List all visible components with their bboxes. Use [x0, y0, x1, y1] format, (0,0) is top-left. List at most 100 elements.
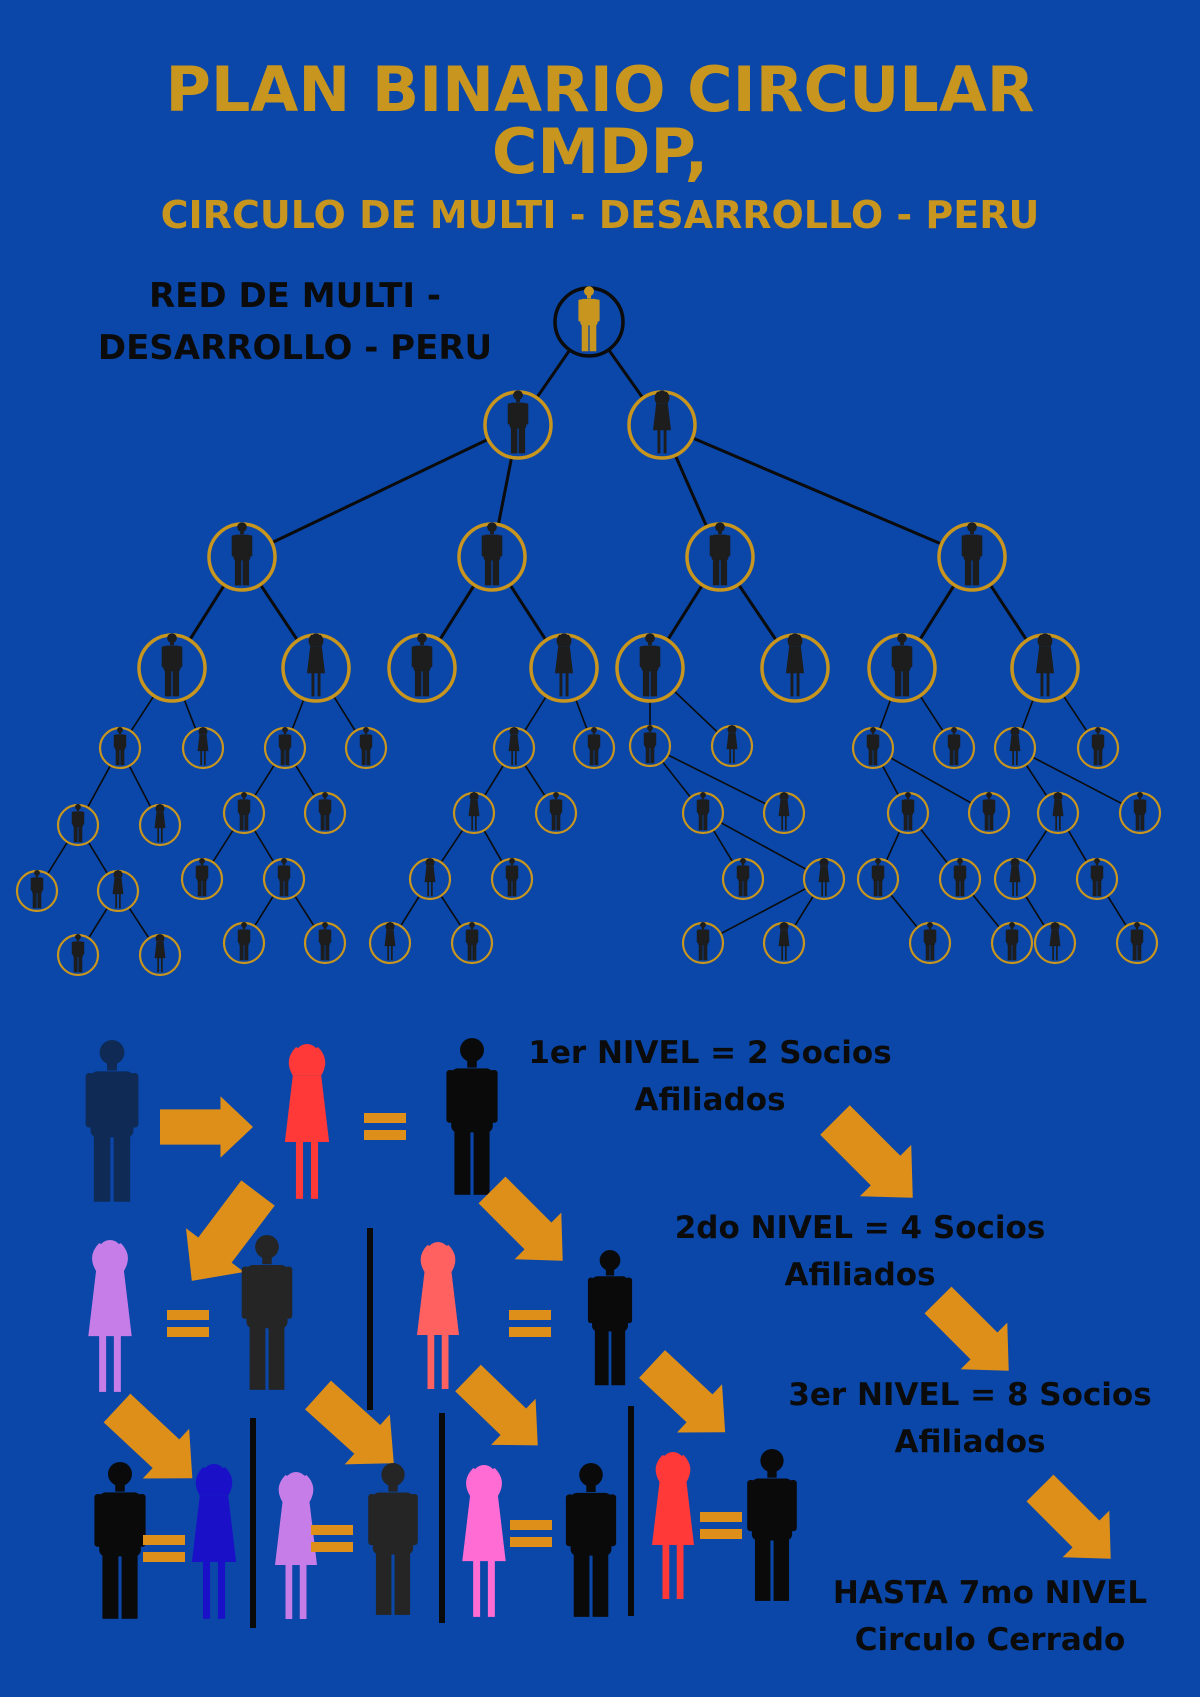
woman-silhouette-icon	[778, 792, 790, 831]
tree-node	[1115, 921, 1159, 965]
tree-node	[721, 857, 765, 901]
tree-node	[932, 726, 976, 770]
woman-silhouette-icon	[1035, 633, 1055, 697]
tree-connector	[130, 695, 155, 732]
tree-node	[138, 803, 182, 847]
arrow-down-icon	[639, 1350, 726, 1433]
man-silhouette-icon	[1005, 922, 1019, 961]
tree-connector	[919, 695, 944, 732]
level-7-line2: Circulo Cerrado	[854, 1622, 1126, 1658]
man-silhouette-icon	[587, 1250, 633, 1386]
divider	[439, 1413, 445, 1623]
arrow-down-icon	[185, 1180, 275, 1281]
man-silhouette-icon	[94, 1462, 146, 1619]
tree-connector	[535, 349, 571, 399]
tree-node	[450, 921, 494, 965]
man-silhouette-icon	[1133, 792, 1147, 831]
tree-connector	[879, 698, 892, 730]
tree-node	[457, 522, 527, 592]
tree-node	[628, 724, 672, 768]
woman-silhouette-icon	[1009, 727, 1021, 766]
tree-node	[937, 522, 1007, 592]
woman-silhouette-icon	[1052, 792, 1064, 831]
man-silhouette-icon	[565, 1463, 617, 1617]
tree-node	[685, 522, 755, 592]
tree-connector	[46, 841, 69, 875]
man-silhouette-icon	[278, 727, 292, 766]
tree-node	[492, 726, 536, 770]
woman-silhouette-icon	[306, 633, 326, 697]
tree-connector	[291, 698, 305, 730]
tree-node	[534, 791, 578, 835]
tree-connector	[1106, 895, 1128, 927]
woman-silhouette-icon	[112, 870, 124, 909]
tree-connector	[737, 583, 778, 642]
tree-node	[263, 726, 307, 770]
tree-node	[867, 633, 937, 703]
arrow-down-icon	[1026, 1474, 1111, 1559]
woman-silhouette-icon	[468, 792, 480, 831]
tree-connector	[1025, 764, 1048, 797]
level-2-label: 2do NIVEL = 4 Socios Afiliados	[670, 1205, 1050, 1299]
tree-connector	[988, 583, 1029, 642]
equals-icon	[509, 1310, 551, 1337]
network-label-line2: DESARROLLO - PERU	[97, 328, 493, 368]
tree-connector	[86, 765, 112, 808]
tree-connector	[483, 829, 503, 863]
tree-node	[993, 857, 1037, 901]
tree-node	[802, 857, 846, 901]
equals-icon	[364, 1113, 406, 1140]
tree-node	[137, 633, 207, 703]
tree-node	[138, 933, 182, 977]
man-silhouette-icon	[71, 804, 85, 843]
man-silhouette-icon	[359, 727, 373, 766]
man-silhouette-icon	[747, 1449, 797, 1601]
tree-connector	[508, 583, 548, 642]
woman-silhouette-icon	[154, 804, 166, 843]
tree-node	[222, 921, 266, 965]
tree-node	[681, 921, 725, 965]
tree-connector	[440, 829, 464, 863]
tree-connector	[918, 584, 956, 641]
tree-node	[938, 857, 982, 901]
woman-silhouette-icon	[88, 1240, 132, 1392]
tree-node	[56, 803, 100, 847]
man-silhouette-icon	[30, 870, 44, 909]
man-silhouette-icon	[1091, 727, 1105, 766]
tree-connector	[440, 895, 462, 927]
tree-connector	[673, 454, 709, 528]
woman-silhouette-icon	[284, 1044, 330, 1199]
tree-node	[490, 857, 534, 901]
tree-connector	[881, 765, 900, 796]
woman-silhouette-icon	[818, 858, 830, 897]
level-7-label: HASTA 7mo NIVEL Circulo Cerrado	[800, 1570, 1180, 1664]
woman-silhouette-icon	[417, 1242, 459, 1389]
woman-silhouette-icon	[424, 858, 436, 897]
tree-connector	[885, 830, 901, 862]
tree-connector	[399, 895, 421, 927]
woman-silhouette-icon	[191, 1464, 237, 1619]
man-silhouette-icon	[277, 858, 291, 897]
man-silhouette-icon	[953, 858, 967, 897]
tree-connector	[720, 821, 807, 871]
tree-connector	[253, 829, 275, 863]
tree-node	[303, 791, 347, 835]
tree-connector	[793, 895, 815, 927]
woman-silhouette-icon	[197, 727, 209, 766]
tree-connector	[712, 829, 734, 863]
tree-node	[96, 869, 140, 913]
man-silhouette-icon	[696, 922, 710, 961]
tree-node	[262, 857, 306, 901]
tree-connector	[720, 887, 807, 935]
tree-connector	[1021, 698, 1035, 730]
tree-node	[993, 726, 1037, 770]
tree-connector	[483, 764, 505, 797]
tree-node	[222, 791, 266, 835]
tree-connector	[212, 829, 234, 863]
man-silhouette-icon	[891, 633, 913, 697]
tree-node	[483, 390, 553, 460]
tree-node	[1076, 726, 1120, 770]
level-1-label: 1er NIVEL = 2 Socios Afiliados	[520, 1030, 900, 1124]
woman-silhouette-icon	[785, 633, 805, 697]
